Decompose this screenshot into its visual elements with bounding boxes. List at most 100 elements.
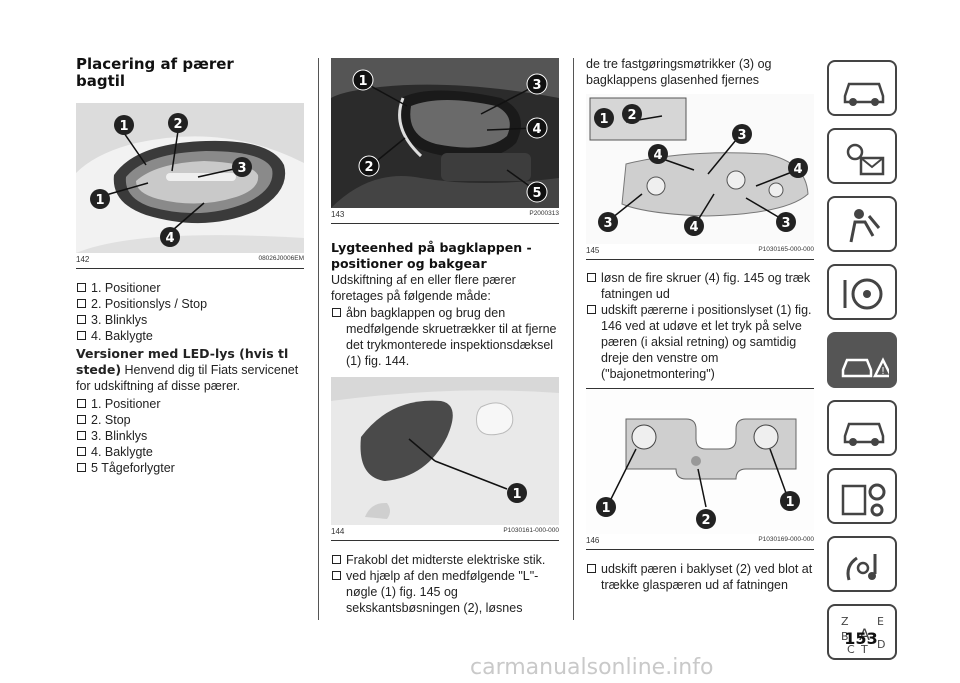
led-section: Versioner med LED-lys (hvis tl stede) He… [76,346,304,394]
svg-text:1: 1 [95,193,104,208]
list-item: udskift pærerne i positionslyset (1) fig… [586,302,814,382]
svg-text:4: 4 [165,231,174,246]
svg-text:!: ! [881,366,885,377]
checkbox-bullet-icon [77,399,86,408]
car-icon [843,82,885,106]
svg-text:2: 2 [364,160,373,175]
list-item: 2. Positionslys / Stop [76,296,304,312]
list-item: 1. Positioner [76,280,304,296]
rear-light-photo: 1 3 4 2 5 [331,58,559,208]
continuation-text: de tre fastgøringsmøtrikker (3) og bagkl… [586,57,772,87]
steps-list-b: Frakobl det midterste elektriske stik. v… [331,552,559,616]
figure-146: 1 2 1 [586,388,814,534]
svg-text:3: 3 [737,128,746,143]
list-item: 3. Blinklys [76,428,304,444]
figure-code: P1030165-000-000 [758,246,814,253]
svg-text:3: 3 [603,216,612,231]
checkbox-bullet-icon [332,571,341,580]
figure-142: 1 2 3 1 4 [76,103,304,253]
checkbox-bullet-icon [77,463,86,472]
checkbox-bullet-icon [77,299,86,308]
svg-text:1: 1 [358,74,367,89]
section-heading: Lygteenhed på bagklappen - positioner og… [331,240,532,271]
svg-text:4: 4 [793,162,802,177]
figure-number: 143 [331,210,345,219]
svg-text:4: 4 [689,220,698,235]
intro-text: Udskiftning af en eller flere pærer fore… [331,273,516,303]
figure-143-caption: 143 P2000313 [331,208,559,224]
svg-text:5: 5 [532,186,541,201]
figure-number: 144 [331,527,345,536]
checkbox-bullet-icon [77,431,86,440]
figure-144-caption: 144 P1030161-000-000 [331,525,559,541]
led-text: Henvend dig til Fiats servicenet for uds… [76,363,299,393]
steps-list-c: løsn de fire skruer (4) fig. 145 og træk… [586,270,814,382]
index-letter: T [860,643,868,654]
svg-text:3: 3 [532,78,541,93]
svg-text:1: 1 [512,487,521,502]
figure-number: 145 [586,246,600,255]
figure-code: P1030161-000-000 [503,527,559,534]
bulb-list-1: 1. Positioner 2. Positionslys / Stop 3. … [76,280,304,344]
page-number: 153 [844,629,878,648]
steps-list-d: udskift pæren i baklyset (2) ved blot at… [586,561,814,593]
list-item: åbn bagklappen og brug den medfølgende s… [331,305,559,369]
tab-index[interactable]: Z E B A C T D [827,604,897,660]
specifications-icon [841,483,886,517]
checkbox-bullet-icon [77,447,86,456]
taillight-photo: 1 2 3 1 4 [76,103,304,253]
figure-number: 142 [76,255,90,264]
bulb-list-2: 1. Positioner 2. Stop 3. Blinklys 4. Bak… [76,396,304,476]
checkbox-bullet-icon [77,331,86,340]
list-item: 2. Stop [76,412,304,428]
figure-143: 1 3 4 2 5 [331,58,559,208]
glass-unit-photo: 1 2 3 4 4 3 4 3 [586,94,814,244]
multimedia-icon [846,554,877,581]
list-item: Frakobl det midterste elektriske stik. [331,552,559,568]
figure-code: P1030169-000-000 [758,536,814,543]
checkbox-bullet-icon [587,305,596,314]
checkbox-bullet-icon [77,283,86,292]
svg-text:4: 4 [532,122,541,137]
figure-number: 146 [586,536,600,545]
tab-multimedia[interactable] [827,536,897,592]
index-letter: Z [841,615,849,628]
list-item: 1. Positioner [76,396,304,412]
list-item: udskift pæren i baklyset (2) ved blot at… [586,561,814,593]
index-letter: B [841,630,849,643]
figure-146-caption: 146 P1030169-000-000 [586,534,814,550]
airbag-icon [849,209,881,243]
list-item: 5 Tågeforlygter [76,460,304,476]
column-3: de tre fastgøringsmøtrikker (3) og bagkl… [586,0,814,593]
list-item: 4. Baklygte [76,444,304,460]
bulb-holder-photo: 1 2 1 [586,389,814,534]
figure-code: 08026J0006EM [258,255,304,262]
tab-steering-wheel[interactable] [827,264,897,320]
svg-text:3: 3 [781,216,790,231]
figure-145: 1 2 3 4 4 3 4 3 [586,94,814,244]
inspection-cover-photo: 1 [331,377,559,525]
index-letter: C [847,643,855,654]
index-letter: E [877,615,884,628]
svg-text:1: 1 [599,112,608,127]
tab-emergency[interactable]: ! [827,332,897,388]
svg-text:1: 1 [601,501,610,516]
index-letter: D [877,638,885,651]
svg-text:2: 2 [173,117,182,132]
checkbox-bullet-icon [587,273,596,282]
steering-wheel-icon [843,278,883,310]
tab-specifications[interactable] [827,468,897,524]
checkbox-bullet-icon [332,308,341,317]
tab-airbag[interactable] [827,196,897,252]
column-1: Placering af pærer bagtil 1 2 3 1 4 1 4 [76,0,304,476]
svg-text:4: 4 [653,148,662,163]
list-item: løsn de fire skruer (4) fig. 145 og træk… [586,270,814,302]
tab-warning-lights[interactable] [827,128,897,184]
led-heading: Versioner med LED-lys (hvis tl stede) [76,346,289,377]
index-icon: Z E B A C T D [841,615,885,654]
list-item: 3. Blinklys [76,312,304,328]
tab-car[interactable] [827,60,897,116]
tab-maintenance[interactable] [827,400,897,456]
section-title: Placering af pærer bagtil [76,55,234,90]
checkbox-bullet-icon [587,564,596,573]
